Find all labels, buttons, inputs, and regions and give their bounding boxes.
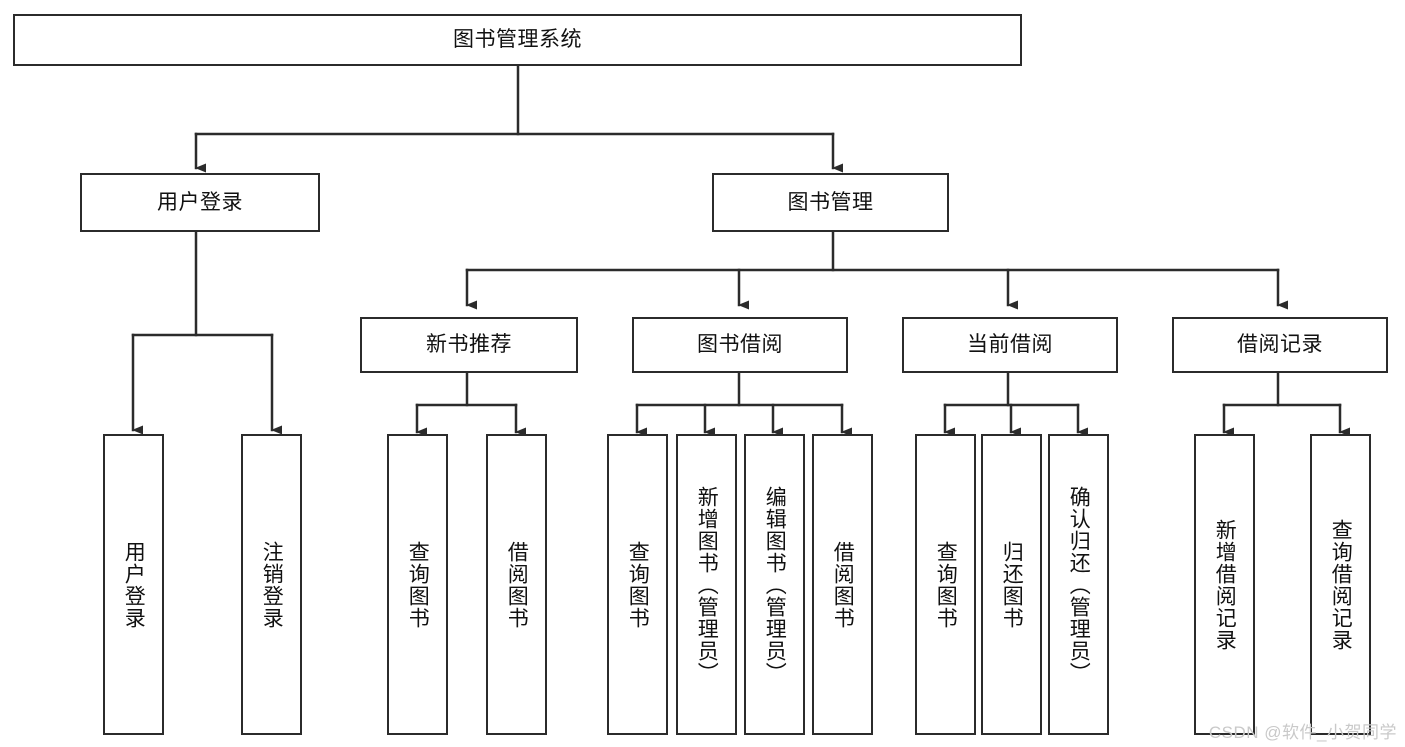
node-label: 注销登录 [260, 540, 284, 629]
leaf-confirm-return-admin[interactable]: 确认归还（管理员） [1048, 434, 1109, 735]
node-label: 编辑图书（管理员） [763, 485, 787, 684]
node-label: 查询借阅记录 [1329, 518, 1353, 651]
node-label: 查询图书 [406, 540, 430, 629]
node-label: 用户登录 [157, 190, 243, 214]
leaf-query-borrow-record[interactable]: 查询借阅记录 [1310, 434, 1371, 735]
node-user-login[interactable]: 用户登录 [80, 173, 320, 232]
node-label: 查询图书 [626, 540, 650, 629]
node-root-book-management-system[interactable]: 图书管理系统 [13, 14, 1022, 66]
node-label: 借阅图书 [505, 540, 529, 629]
leaf-add-book-admin[interactable]: 新增图书（管理员） [676, 434, 737, 735]
node-label: 确认归还（管理员） [1067, 485, 1091, 684]
node-label: 新书推荐 [426, 333, 512, 357]
node-borrowing-record[interactable]: 借阅记录 [1172, 317, 1388, 373]
node-book-management[interactable]: 图书管理 [712, 173, 949, 232]
leaf-borrow-book[interactable]: 借阅图书 [812, 434, 873, 735]
node-label: 新增图书（管理员） [695, 485, 719, 684]
node-label: 借阅图书 [831, 540, 855, 629]
leaf-logout-login[interactable]: 注销登录 [241, 434, 302, 735]
node-label: 当前借阅 [967, 333, 1053, 357]
node-label: 新增借阅记录 [1213, 518, 1237, 651]
node-current-borrowing[interactable]: 当前借阅 [902, 317, 1118, 373]
node-label: 图书管理系统 [453, 28, 582, 52]
leaf-add-borrow-record[interactable]: 新增借阅记录 [1194, 434, 1255, 735]
node-label: 图书借阅 [697, 333, 783, 357]
leaf-user-login[interactable]: 用户登录 [103, 434, 164, 735]
node-book-borrowing[interactable]: 图书借阅 [632, 317, 848, 373]
node-label: 归还图书 [1000, 540, 1024, 629]
node-label: 查询图书 [934, 540, 958, 629]
leaf-query-book-newbook[interactable]: 查询图书 [387, 434, 448, 735]
leaf-return-book[interactable]: 归还图书 [981, 434, 1042, 735]
node-new-book-recommendation[interactable]: 新书推荐 [360, 317, 578, 373]
leaf-borrow-book-newbook[interactable]: 借阅图书 [486, 434, 547, 735]
node-label: 图书管理 [787, 190, 874, 214]
node-label: 借阅记录 [1237, 333, 1323, 357]
leaf-edit-book-admin[interactable]: 编辑图书（管理员） [744, 434, 805, 735]
leaf-query-book-current[interactable]: 查询图书 [915, 434, 976, 735]
node-label: 用户登录 [122, 540, 146, 629]
leaf-query-book-borrow[interactable]: 查询图书 [607, 434, 668, 735]
